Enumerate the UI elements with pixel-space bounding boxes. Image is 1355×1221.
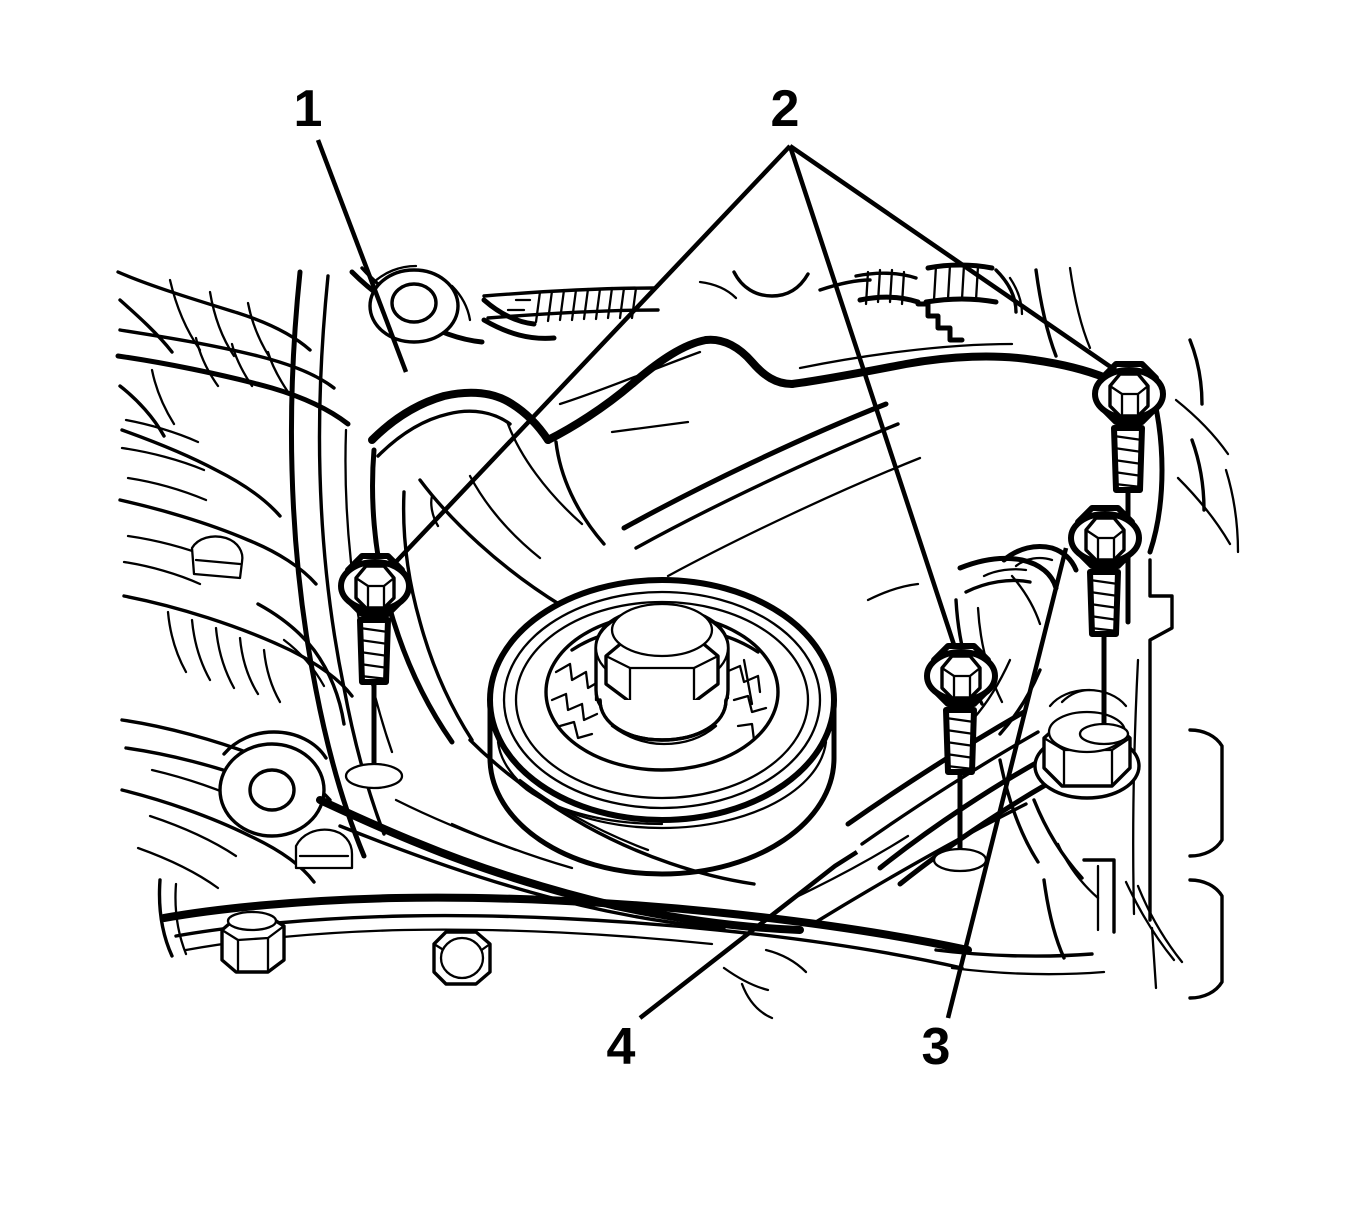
leader-line-2b xyxy=(787,145,958,649)
callout-numbers: 1 2 3 4 xyxy=(294,80,951,1076)
callout-label-4: 4 xyxy=(607,1018,636,1076)
lower-right-pan xyxy=(934,758,1116,976)
leader-line-2c xyxy=(788,144,1120,374)
flange-nut-right xyxy=(1033,688,1141,800)
mounting-boss xyxy=(218,730,328,838)
crankshaft-pulley xyxy=(487,577,837,877)
cover-small-bolt xyxy=(294,828,354,870)
hex-flange-bolt-upper-right xyxy=(1092,361,1166,625)
hex-flange-bolt-mid-right xyxy=(1068,505,1142,746)
leader-line-1 xyxy=(315,139,409,373)
callout-label-2: 2 xyxy=(771,80,800,138)
hex-flange-bolt-left xyxy=(338,553,412,790)
oil-pan-bolt-right xyxy=(432,930,492,986)
block-small-bolt xyxy=(190,535,244,580)
leader-line-3 xyxy=(945,547,1069,1019)
engine-artwork xyxy=(115,262,1240,1020)
sprocket-teeth xyxy=(550,662,768,742)
leader-line-2a xyxy=(390,144,792,568)
callout-label-3: 3 xyxy=(922,1018,951,1076)
leader-line-4 xyxy=(638,850,859,1020)
callout-leaders xyxy=(315,139,1120,1020)
oil-pan-rail xyxy=(157,878,972,970)
callout-label-1: 1 xyxy=(294,80,323,138)
oil-pan-bolt-left xyxy=(220,910,286,974)
upper-left-housing xyxy=(349,264,485,345)
hex-flange-bolt-lower-right xyxy=(924,643,998,873)
